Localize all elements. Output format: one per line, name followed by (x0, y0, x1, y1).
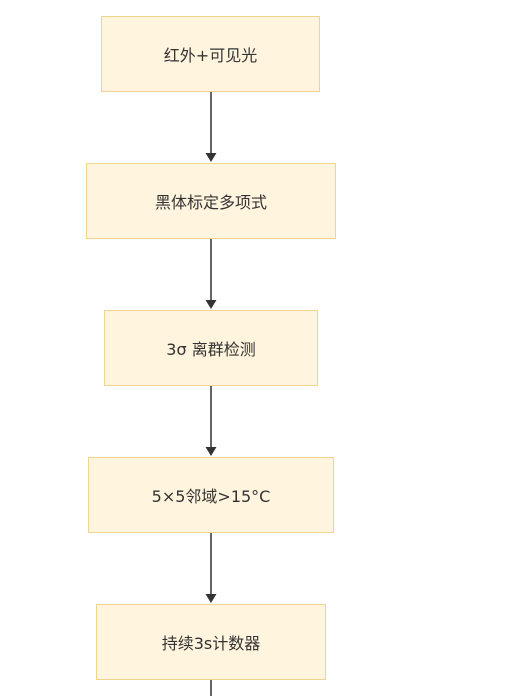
edge-1-to-2 (205, 92, 217, 162)
node-label: 持续3s计数器 (161, 634, 261, 653)
node-label: 3σ 离群检测 (166, 340, 256, 359)
edge-4-to-5 (205, 533, 217, 603)
arrowhead-icon (205, 300, 217, 309)
flow-node-infrared-visible: 红外+可见光 (101, 16, 320, 92)
flow-node-neighborhood-check: 5×5邻域>15°C (88, 457, 334, 533)
node-label: 红外+可见光 (163, 46, 258, 65)
edge-2-to-3 (205, 239, 217, 309)
flow-node-blackbody-calibration: 黑体标定多项式 (86, 163, 336, 239)
arrowhead-icon (205, 153, 217, 162)
arrowhead-icon (205, 447, 217, 456)
arrowhead-icon (205, 594, 217, 603)
node-label: 5×5邻域>15°C (151, 487, 271, 506)
flow-node-outlier-detection: 3σ 离群检测 (104, 310, 318, 386)
flow-node-duration-counter: 持续3s计数器 (96, 604, 326, 680)
node-label: 黑体标定多项式 (154, 193, 267, 212)
edge-3-to-4 (205, 386, 217, 456)
